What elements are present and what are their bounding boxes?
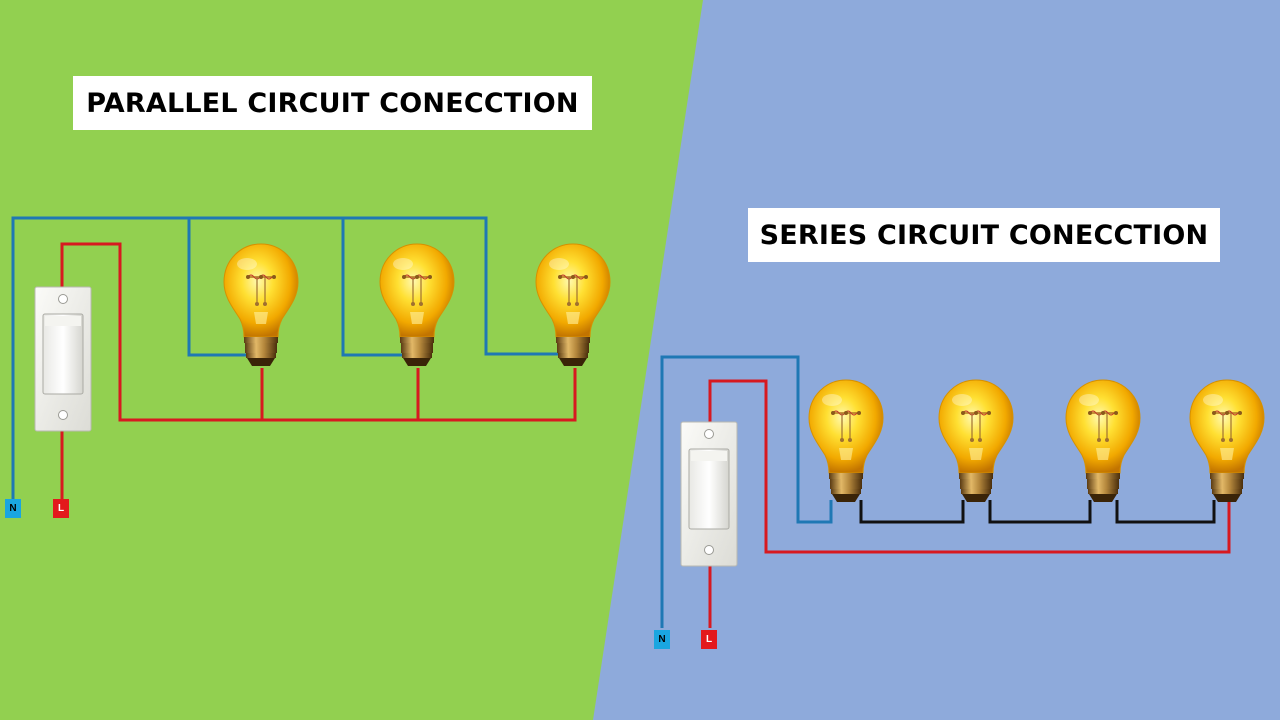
parallel-neutral-branch-2 [341, 218, 414, 357]
series-circuit [660, 355, 1265, 628]
series-neutral-terminal: N [654, 630, 670, 649]
series-live-terminal: L [701, 630, 717, 649]
switch-icon [34, 286, 92, 432]
parallel-neutral-terminal: N [5, 499, 21, 518]
parallel-neutral-wire [11, 216, 571, 499]
parallel-live-terminal: L [53, 499, 69, 518]
switch-icon [680, 421, 738, 567]
parallel-title: PARALLEL CIRCUIT CONECCTION [73, 76, 592, 130]
series-link-wire-2 [988, 500, 1092, 524]
series-title: SERIES CIRCUIT CONECCTION [748, 208, 1220, 262]
parallel-circuit [11, 216, 611, 499]
parallel-neutral-branch-1 [187, 218, 259, 357]
background-right [593, 0, 1280, 720]
series-link-wire-1 [859, 500, 965, 524]
series-link-wire-3 [1115, 500, 1216, 524]
series-neutral-wire [660, 355, 833, 628]
